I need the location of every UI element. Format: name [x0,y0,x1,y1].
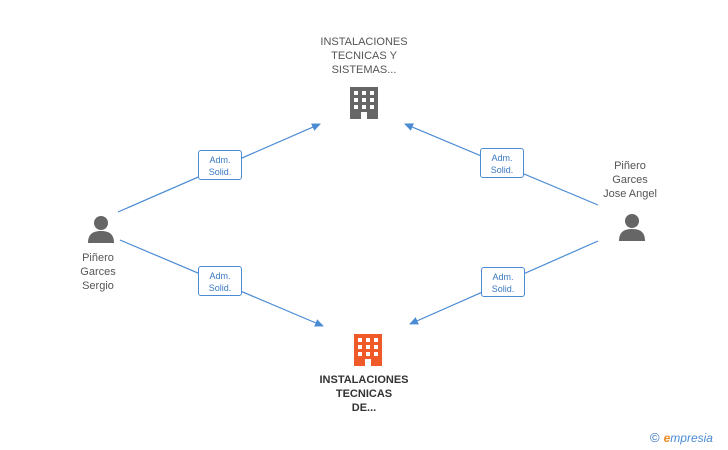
company-top-name-line: SISTEMAS... [331,64,397,76]
person-left-name-line: Garces [80,266,116,278]
person-left-name[interactable]: Piñero Garces Sergio [58,251,138,293]
company-bottom-name[interactable]: INSTALACIONES TECNICAS DE... [296,373,432,415]
edge-badge-line: Adm. [492,272,514,282]
company-bottom-name-line: TECNICAS [335,388,393,400]
edge-badge-left-top[interactable]: Adm. Solid. [198,150,242,180]
edge-badge-line: Solid. [208,167,232,177]
copyright-symbol: © [650,430,660,445]
person-left-name-line: Piñero [82,252,114,264]
company-top-name-line: INSTALACIONES [320,36,408,48]
company-top-name-line: TECNICAS Y [331,50,397,62]
person-right-name-line: Garces [612,174,648,186]
edge-badge-right-top[interactable]: Adm. Solid. [480,148,524,178]
edge-badge-line: Solid. [490,165,514,175]
company-bottom-name-line: DE... [351,402,377,414]
company-bottom-name-line: INSTALACIONES [319,374,409,386]
company-top-name[interactable]: INSTALACIONES TECNICAS Y SISTEMAS... [296,35,432,77]
brand-initial: e [663,431,671,445]
person-right-name[interactable]: Piñero Garces Jose Angel [585,159,675,201]
edge-badge-line: Solid. [491,284,515,294]
building-icon[interactable] [352,333,384,367]
brand-logo[interactable]: ©empresia [650,430,713,445]
person-right-name-line: Piñero [614,160,646,172]
person-right-name-line: Jose Angel [603,188,657,200]
edge-badge-right-bottom[interactable]: Adm. Solid. [481,267,525,297]
person-icon[interactable] [86,214,116,244]
edge-badge-line: Adm. [491,153,513,163]
person-icon[interactable] [617,212,647,242]
edge-badge-line: Adm. [209,155,231,165]
edge-badge-line: Solid. [208,283,232,293]
edge-badge-left-bottom[interactable]: Adm. Solid. [198,266,242,296]
person-left-name-line: Sergio [82,280,114,292]
edge-badge-line: Adm. [209,271,231,281]
building-icon[interactable] [348,86,380,120]
brand-name: mpresia [670,431,713,445]
